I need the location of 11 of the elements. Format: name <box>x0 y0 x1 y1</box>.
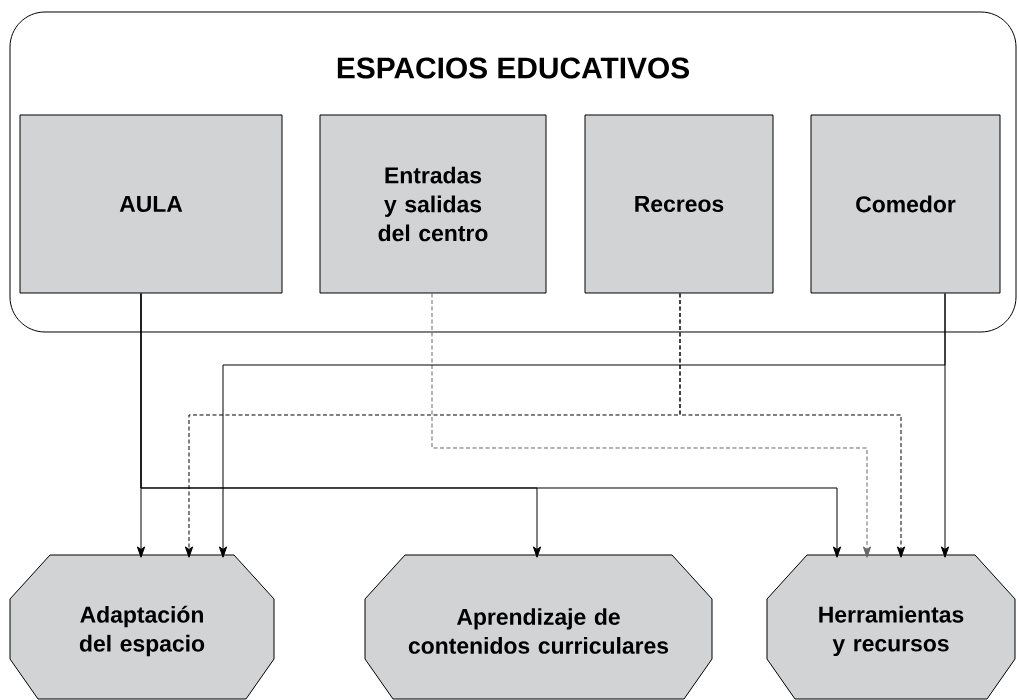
outcome-octagon: Adaptación del espacio <box>9 554 275 700</box>
space-box: AULA <box>19 114 283 294</box>
arrow <box>140 293 842 558</box>
arrow <box>679 293 906 558</box>
arrow <box>431 293 872 558</box>
space-box: Entradas y salidas del centro <box>319 114 547 294</box>
arrow <box>940 293 950 558</box>
space-box: Recreos <box>584 114 774 294</box>
outcome-octagon: Aprendizaje de contenidos curriculares <box>364 554 713 700</box>
outcome-octagon: Herramientas y recursos <box>766 554 1016 700</box>
space-box: Comedor <box>810 114 1001 294</box>
